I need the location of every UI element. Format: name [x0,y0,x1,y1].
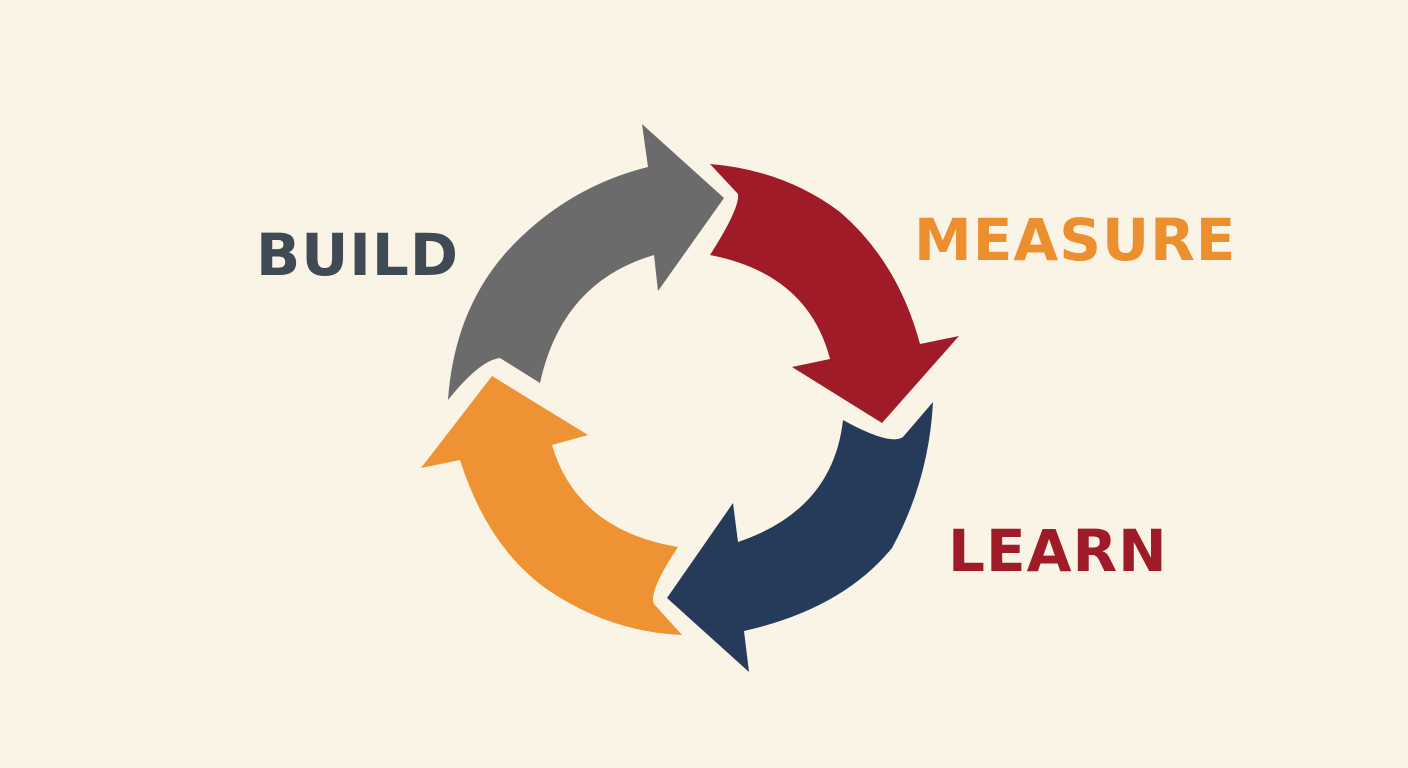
build-label: BUILD [256,221,459,289]
arrow-navy [667,402,933,672]
arrow-red [710,164,959,423]
measure-label: MEASURE [914,206,1237,274]
learn-label: LEARN [948,517,1168,585]
arrow-orange [421,376,682,635]
arrow-gray [448,124,724,400]
